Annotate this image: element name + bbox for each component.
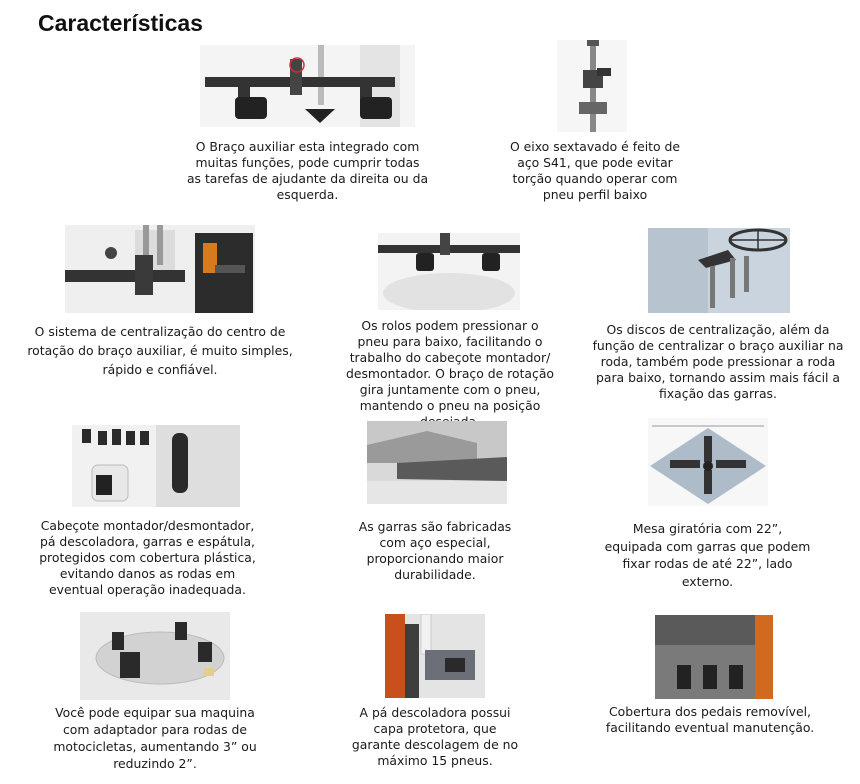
caption-hexagonal-shaft: O eixo sextavado é feito de aço S41, que… [509, 139, 681, 202]
caption-motorcycle-adapter: Você pode equipar sua maquina com adapta… [53, 705, 257, 771]
caption-auxiliary-arm: O Braço auxiliar esta integrado com muit… [186, 139, 429, 202]
special-steel-clamp-photo-icon [367, 421, 507, 504]
pedal-cover-photo-icon [655, 615, 773, 699]
caption-special-steel-clamp: As garras são fabricadas com aço especia… [358, 519, 512, 582]
centering-discs-photo-icon [648, 228, 790, 313]
caption-centering-discs: Os discos de centralização, além da funç… [592, 322, 844, 401]
page-title: Características [38, 10, 203, 36]
motorcycle-adapter-photo-icon [80, 612, 230, 700]
pressing-rollers-photo-icon [378, 233, 520, 310]
bead-breaker-blade-photo-icon [385, 614, 485, 698]
mount-head-covers-photo-icon [72, 425, 240, 507]
turntable-photo-icon [648, 418, 768, 506]
centering-system-photo-icon [65, 225, 255, 313]
hexagonal-shaft-photo-icon [557, 40, 627, 132]
caption-mount-head-covers: Cabeçote montador/desmontador, pá descol… [39, 518, 256, 597]
caption-pedal-cover: Cobertura dos pedais removível, facilita… [605, 704, 815, 735]
auxiliary-arm-photo-icon [200, 45, 415, 127]
caption-turntable: Mesa giratória com 22”, equipada com gar… [604, 521, 811, 589]
caption-bead-breaker-blade: A pá descoladora possui capa protetora, … [351, 705, 519, 768]
caption-centering-system: O sistema de centralização do centro de … [27, 324, 293, 377]
caption-pressing-rollers: Os rolos podem pressionar o pneu para ba… [345, 318, 555, 429]
